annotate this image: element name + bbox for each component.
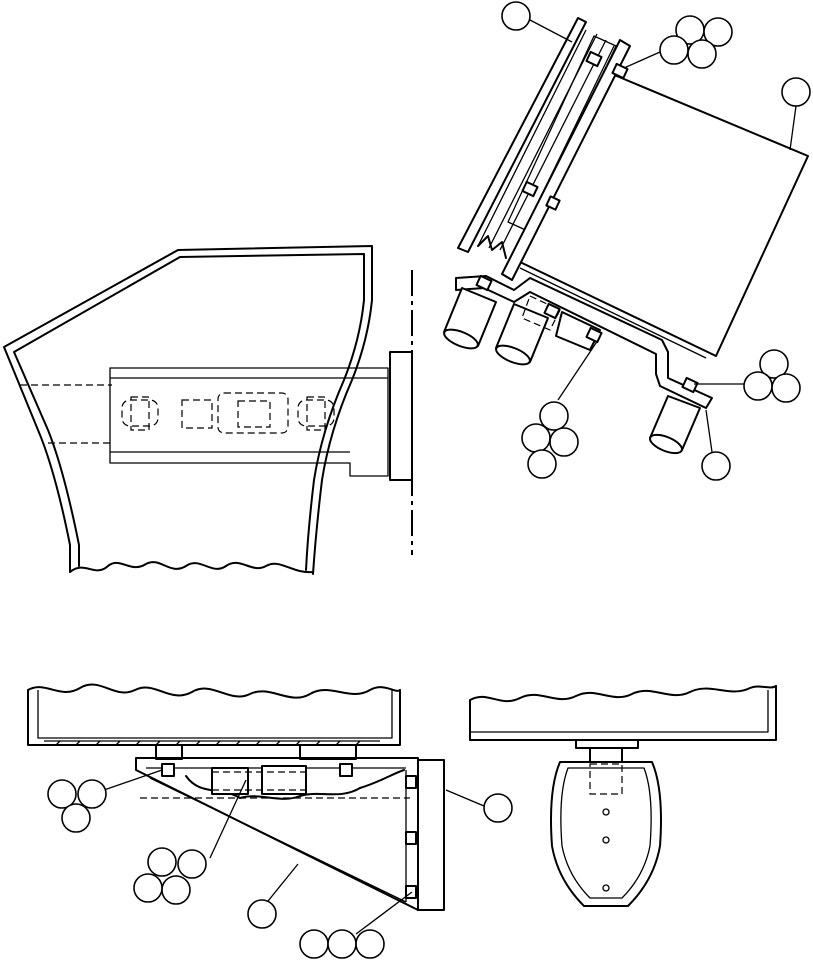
leader-ll-bottom	[355, 891, 413, 935]
end-hole-1	[602, 808, 610, 816]
bracket-nut-2	[543, 302, 561, 320]
flange-plate-inner	[501, 39, 631, 281]
lower-nut-1	[161, 763, 175, 777]
structure-break-line	[27, 683, 401, 699]
standoff-1	[155, 744, 183, 760]
structure-inner-line	[37, 690, 393, 739]
leader-top-left	[529, 19, 573, 43]
bracket-inner-line	[110, 377, 388, 453]
lower-nut-3	[405, 775, 417, 789]
support-bracket-diagonal	[149, 777, 407, 903]
bracket-slot-4-inner	[306, 396, 326, 431]
callout-balloon	[759, 349, 789, 379]
end-standoff-block	[589, 747, 623, 763]
callout-balloon	[501, 1, 531, 31]
end-hole-3	[602, 884, 610, 892]
flange-nut-1	[585, 50, 603, 68]
flange-nut-4	[545, 195, 561, 211]
callout-balloon	[701, 451, 731, 481]
leader-center	[557, 339, 599, 401]
callout-balloon	[527, 449, 557, 479]
callout-balloons	[47, 1, 811, 959]
mounting-bracket	[109, 367, 389, 477]
callout-balloon	[771, 373, 801, 403]
callout-balloon	[177, 849, 207, 879]
lower-nut-4	[405, 831, 417, 845]
bracket-slot-1-inner	[130, 396, 150, 431]
wall-plate-lower	[417, 759, 445, 911]
isolator-mount-2-end	[495, 344, 531, 366]
leader-right-bottom	[705, 409, 713, 453]
callout-balloon	[147, 847, 177, 877]
end-bracket-inner	[560, 767, 652, 899]
wall-plate	[389, 351, 413, 481]
isolator-mount-4-end	[649, 433, 683, 455]
callout-leaders	[103, 19, 797, 935]
callout-balloon	[77, 779, 107, 809]
bracket-nut-4	[681, 376, 699, 394]
callout-balloon	[703, 17, 733, 47]
end-structure-break	[469, 685, 777, 741]
callout-balloon	[743, 371, 773, 401]
leader-ll-plate	[445, 789, 485, 807]
bracket-hole-3-outer	[217, 392, 289, 434]
leader-right-box	[789, 105, 797, 151]
end-mount-hidden	[589, 763, 623, 795]
callout-balloon	[659, 35, 689, 65]
end-structure-inner	[470, 690, 769, 733]
leader-ll-nut	[103, 769, 163, 791]
callout-balloon	[687, 39, 717, 69]
bracket-hole-3-inner	[237, 400, 271, 428]
lower-nut-2	[339, 763, 353, 777]
lower-mount-hidden	[212, 771, 306, 791]
lower-mount-2	[261, 765, 307, 795]
upper-left-duct-view	[3, 245, 413, 575]
callout-balloon	[327, 929, 357, 959]
leader-top-right	[623, 51, 661, 69]
callout-balloon	[539, 401, 569, 431]
duct-outline-inner	[13, 253, 365, 571]
duct-outline-outer	[3, 245, 373, 575]
callout-balloon	[299, 929, 329, 959]
end-bracket	[550, 761, 662, 907]
callout-balloon	[549, 427, 579, 457]
callout-balloon	[161, 875, 191, 905]
flange-ribs	[477, 29, 615, 257]
enclosure-box	[519, 73, 809, 357]
callout-balloon	[781, 77, 811, 107]
flange-break	[477, 235, 507, 259]
end-standoff-top	[575, 739, 639, 749]
isolator-mount-3	[555, 311, 601, 351]
callout-balloon	[521, 423, 551, 453]
callout-balloon	[133, 873, 163, 903]
upper-right-enclosure-view	[443, 17, 809, 455]
isolator-mount-1-end	[443, 328, 479, 350]
duct-break-line	[69, 561, 314, 574]
leader-ll-mount	[209, 779, 247, 859]
bracket-nut-1	[475, 274, 493, 292]
callout-balloon	[483, 793, 513, 823]
leader-ll-bracket	[263, 863, 299, 907]
callout-balloon	[61, 803, 91, 833]
structure-outline	[27, 689, 401, 746]
end-structure-outline	[469, 685, 777, 741]
callout-balloon	[247, 899, 277, 929]
bracket-slot-4	[297, 399, 335, 427]
flange-nut-3	[521, 180, 539, 198]
bracket-hole-2	[181, 399, 213, 429]
lower-left-side-view	[27, 683, 445, 911]
stepped-bracket	[455, 275, 713, 409]
standoff-2	[299, 744, 357, 760]
callout-balloon	[355, 929, 385, 959]
lower-right-end-view	[469, 685, 777, 907]
enclosure-edge	[519, 267, 707, 359]
end-hole-2	[602, 836, 610, 844]
bracket-slot-1	[121, 399, 159, 427]
bracket-nut-3	[585, 326, 603, 344]
callout-balloon	[47, 779, 77, 809]
floor-plate-hatch	[44, 740, 380, 746]
flange-plate-outer	[457, 17, 587, 253]
